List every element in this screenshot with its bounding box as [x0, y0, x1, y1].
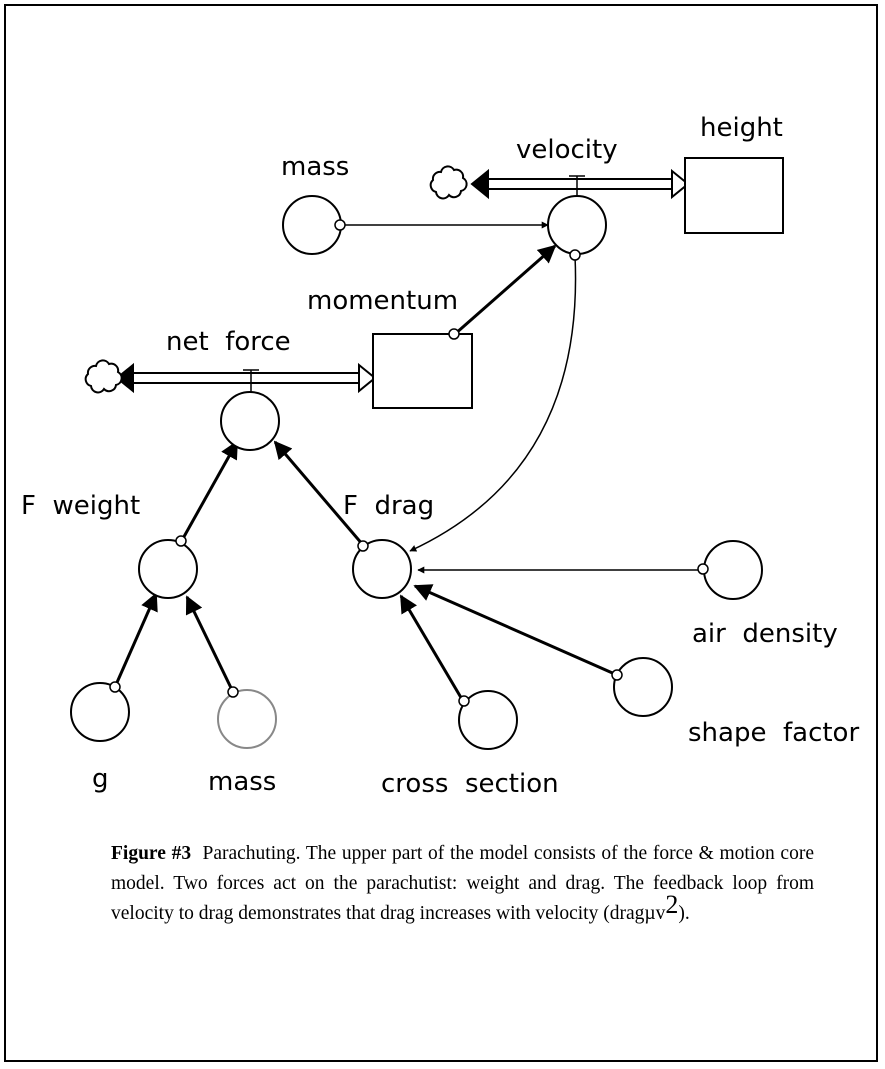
connector-origins: [109, 219, 709, 707]
air-density-converter: [703, 540, 763, 600]
cloud-source-icon: [429, 165, 468, 200]
caption-text: Parachuting. The upper part of the model…: [111, 843, 814, 924]
velocity-flow: [470, 168, 690, 200]
net-force-flow: [115, 362, 377, 394]
caption-tail: ).: [678, 903, 690, 924]
label-velocity: velocity: [516, 135, 618, 165]
velocity-valve: [547, 195, 607, 255]
momentum-stock: [372, 333, 473, 409]
label-shape-factor: shape factor: [688, 718, 859, 748]
flow-tail-velocity: [470, 168, 489, 200]
label-mass-bottom: mass: [208, 767, 276, 797]
connector-crosssection-fdrag: [399, 594, 465, 702]
g-converter: [70, 682, 130, 742]
connector-mass-fweight: [185, 595, 235, 693]
figure-frame: [4, 4, 878, 1062]
connector-shapefactor-fdrag: [413, 584, 618, 677]
connectors: [113, 221, 702, 702]
label-momentum: momentum: [307, 286, 458, 316]
net-force-valve: [220, 391, 280, 451]
label-f-drag: F drag: [343, 491, 434, 521]
cross-section-converter: [458, 690, 518, 750]
label-mass-top: mass: [281, 152, 349, 182]
flow-head-to-height: [671, 168, 690, 200]
cloud-source-icon: [84, 359, 123, 394]
mass-ghost-converter: [217, 689, 277, 749]
labels: mass velocity height momentum net force …: [21, 113, 859, 799]
flow-head-to-momentum: [358, 362, 377, 394]
label-air-density: air density: [692, 619, 838, 649]
shape-factor-converter: [613, 657, 673, 717]
label-cross-section: cross section: [381, 769, 559, 799]
label-f-weight: F weight: [21, 491, 140, 521]
f-weight-converter: [138, 539, 198, 599]
flow-tail-net-force: [115, 362, 134, 394]
label-net-force: net force: [166, 327, 291, 357]
connector-momentum-velocity: [454, 244, 557, 336]
label-height: height: [700, 113, 783, 143]
mass-converter: [282, 195, 342, 255]
nodes: [70, 195, 763, 750]
connector-fdrag-netforce: [273, 440, 365, 546]
f-drag-converter: [352, 539, 412, 599]
caption-superscript: 2: [665, 890, 679, 919]
connector-velocity-fdrag: [409, 255, 577, 552]
height-stock: [684, 157, 784, 234]
connector-fweight-netforce: [179, 440, 239, 543]
connector-g-fweight: [113, 592, 158, 688]
label-g: g: [92, 764, 109, 794]
figure-caption: Figure #3 Parachuting. The upper part of…: [111, 839, 814, 929]
caption-figure-label: Figure #3: [111, 843, 192, 864]
